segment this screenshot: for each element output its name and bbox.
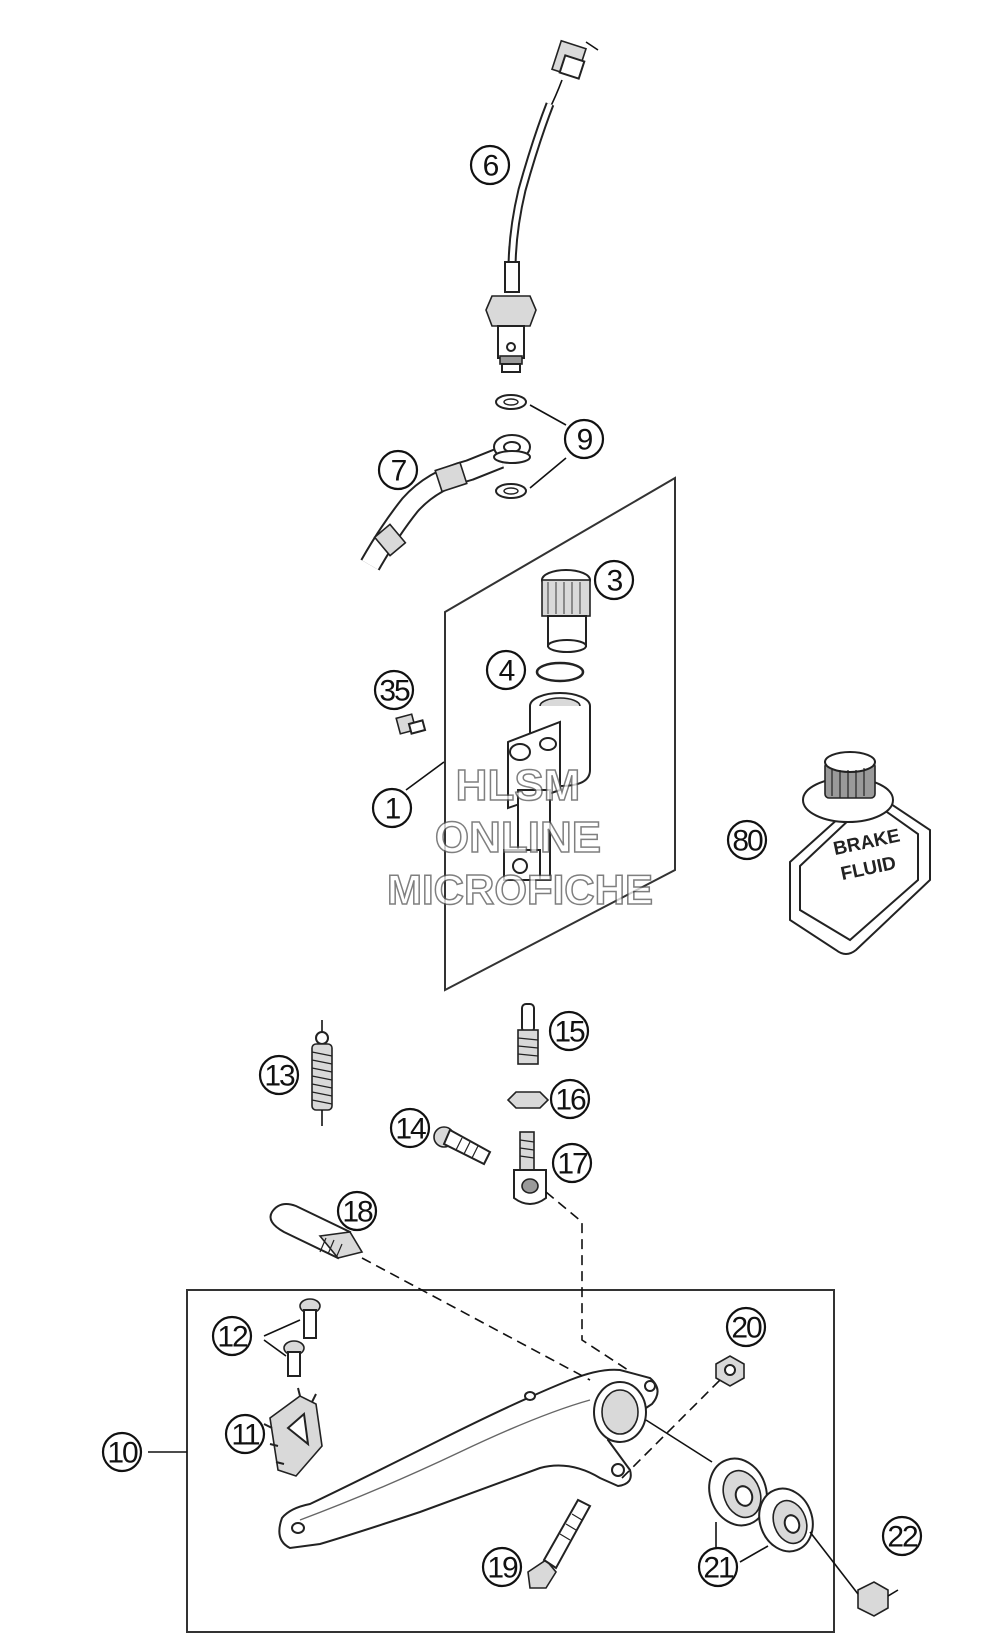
- screw-14: [433, 1126, 492, 1166]
- svg-text:6: 6: [483, 150, 499, 183]
- svg-text:7: 7: [391, 455, 407, 488]
- svg-text:19: 19: [487, 1552, 518, 1585]
- svg-text:10: 10: [107, 1437, 138, 1470]
- watermark-line1: HLSM: [456, 761, 581, 810]
- sealing-rings: [495, 394, 567, 499]
- o-ring: [535, 661, 585, 683]
- callout-21: 21: [697, 1546, 739, 1588]
- svg-text:22: 22: [887, 1521, 918, 1554]
- svg-text:80: 80: [732, 825, 763, 858]
- callout-22: 22: [881, 1515, 923, 1557]
- bearing-axis-line: [645, 1419, 713, 1463]
- pedal-step: [263, 1387, 323, 1477]
- bearing-axis-line-2: [809, 1531, 859, 1595]
- svg-text:4: 4: [499, 655, 515, 688]
- svg-text:20: 20: [731, 1312, 762, 1345]
- callout-35: 35: [373, 669, 415, 711]
- watermark-line2: ONLINE: [435, 813, 601, 862]
- callout-16: 16: [549, 1078, 591, 1120]
- callout-18: 18: [336, 1190, 378, 1232]
- svg-text:1: 1: [385, 793, 401, 826]
- callout-17: 17: [551, 1142, 593, 1184]
- callout-15: 15: [548, 1010, 590, 1052]
- svg-text:12: 12: [217, 1321, 248, 1354]
- callout-20: 20: [725, 1306, 767, 1348]
- push-rod: [517, 1003, 539, 1065]
- bearings: [708, 1457, 814, 1563]
- screw-19: [527, 1498, 592, 1589]
- callout-6: 6: [469, 144, 511, 186]
- callout-3: 3: [593, 559, 635, 601]
- nut-16: [506, 1091, 550, 1109]
- watermark: HLSM ONLINE MICROFICHE: [386, 760, 654, 914]
- svg-text:16: 16: [555, 1084, 586, 1117]
- fork-head-line: [545, 1191, 629, 1371]
- svg-text:9: 9: [577, 424, 593, 457]
- callout-10: 10: [101, 1431, 143, 1473]
- svg-text:13: 13: [264, 1060, 295, 1093]
- callout-11: 11: [224, 1413, 266, 1455]
- svg-text:14: 14: [395, 1113, 426, 1146]
- svg-text:11: 11: [231, 1419, 259, 1452]
- nut-22: [857, 1581, 899, 1617]
- callout-19: 19: [481, 1546, 523, 1588]
- master-cylinder: [405, 692, 591, 881]
- brake-pedal-frame: [186, 1289, 835, 1633]
- brake-line: [360, 434, 531, 571]
- callout-12: 12: [211, 1315, 253, 1357]
- brake-light-switch: [485, 39, 599, 373]
- callout-80: 80: [726, 819, 768, 861]
- callout-7: 7: [377, 449, 419, 491]
- pivot-bolt: [269, 1203, 364, 1260]
- svg-text:17: 17: [557, 1148, 588, 1181]
- callout-13: 13: [258, 1054, 300, 1096]
- return-spring: [311, 1020, 333, 1126]
- nut-20: [715, 1355, 745, 1387]
- svg-text:18: 18: [342, 1196, 373, 1229]
- reservoir-adapter: [541, 569, 591, 653]
- svg-text:15: 15: [554, 1016, 585, 1049]
- svg-text:3: 3: [607, 565, 623, 598]
- callout-4: 4: [485, 649, 527, 691]
- fork-head: [513, 1131, 547, 1205]
- master-cylinder-frame: [444, 476, 676, 992]
- screws-12: [263, 1298, 321, 1377]
- watermark-line3: MICROFICHE: [387, 866, 653, 913]
- callout-9: 9: [563, 418, 605, 460]
- callout-1: 1: [371, 787, 413, 829]
- pin-line: [621, 1379, 721, 1479]
- brake-fluid-bottle: BRAKE FLUID: [789, 751, 931, 955]
- svg-text:35: 35: [379, 675, 410, 708]
- pivot-axis-line: [361, 1257, 591, 1381]
- brake-pedal: [278, 1368, 659, 1550]
- screw-35: [395, 713, 427, 735]
- svg-text:21: 21: [703, 1552, 734, 1585]
- callout-14: 14: [389, 1107, 431, 1149]
